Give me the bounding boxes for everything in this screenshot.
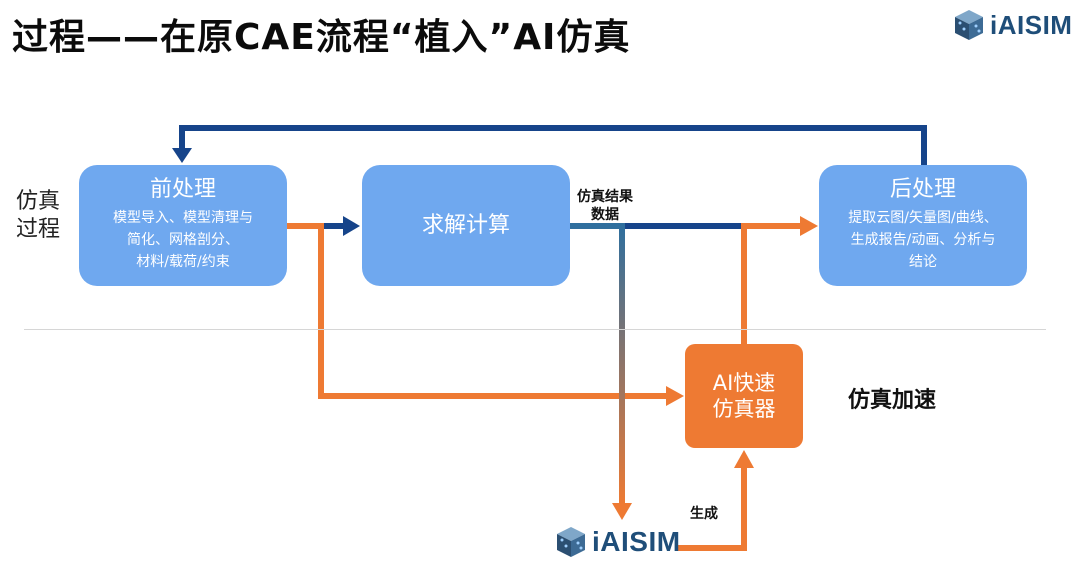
result-label-line: 仿真结果 bbox=[577, 189, 633, 205]
brand-logo-bottom: iAISIM bbox=[554, 524, 681, 560]
ai-to-post-arrow bbox=[741, 223, 802, 344]
feedback-arrowhead bbox=[172, 148, 192, 163]
result-label-line: 数据 bbox=[591, 207, 619, 223]
postprocess-title: 后处理 bbox=[889, 177, 956, 202]
ai-to-post-arrowhead bbox=[800, 216, 818, 236]
desc-line: 材料/载荷/约束 bbox=[136, 254, 230, 270]
result-data-label: 仿真结果 数据 bbox=[570, 188, 640, 224]
ai-box-line: 仿真器 bbox=[712, 397, 776, 421]
postprocess-box: 后处理 提取云图/矢量图/曲线、 生成报告/动画、分析与 结论 bbox=[819, 165, 1027, 286]
desc-line: 结论 bbox=[909, 254, 937, 270]
solve-box: 求解计算 bbox=[362, 165, 570, 286]
generate-arrowhead bbox=[734, 450, 754, 468]
desc-line: 模型导入、模型清理与 bbox=[113, 210, 253, 226]
preprocess-title: 前处理 bbox=[149, 177, 216, 202]
brand-logo-top: iAISIM bbox=[952, 8, 1072, 42]
feedback-loop-arrow bbox=[179, 125, 927, 165]
preprocess-box: 前处理 模型导入、模型清理与 简化、网格剖分、 材料/载荷/约束 bbox=[79, 165, 287, 286]
desc-line: 简化、网格剖分、 bbox=[127, 232, 239, 248]
section-divider bbox=[24, 329, 1046, 330]
pre-to-ai-arrowhead bbox=[666, 386, 684, 406]
pre-to-ai-arrow bbox=[287, 223, 668, 399]
solve-title: 求解计算 bbox=[421, 212, 510, 238]
generate-arrow bbox=[676, 466, 747, 551]
side-label-simulation-process: 仿真 过程 bbox=[16, 188, 60, 244]
side-label-line: 过程 bbox=[16, 217, 61, 242]
logo-text: iAISIM bbox=[990, 9, 1073, 40]
pre-to-solve-arrowhead bbox=[343, 216, 360, 236]
simulation-acceleration-label: 仿真加速 bbox=[848, 388, 937, 413]
desc-line: 提取云图/矢量图/曲线、 bbox=[848, 210, 998, 226]
result-to-logo-arrow bbox=[570, 223, 625, 505]
generate-label: 生成 bbox=[690, 506, 718, 522]
preprocess-desc: 模型导入、模型清理与 简化、网格剖分、 材料/载荷/约束 bbox=[79, 207, 287, 273]
postprocess-desc: 提取云图/矢量图/曲线、 生成报告/动画、分析与 结论 bbox=[819, 207, 1027, 273]
page-title: 过程——在原CAE流程“植入”AI仿真 bbox=[12, 17, 631, 58]
logo-text: iAISIM bbox=[592, 526, 681, 557]
result-to-logo-arrowhead bbox=[612, 503, 632, 520]
cube-logo-icon bbox=[955, 10, 983, 40]
side-label-line: 仿真 bbox=[16, 189, 61, 214]
ai-box-line: AI快速 bbox=[712, 371, 776, 395]
ai-fast-simulator-box: AI快速 仿真器 bbox=[685, 344, 803, 448]
desc-line: 生成报告/动画、分析与 bbox=[850, 232, 996, 248]
cube-logo-icon bbox=[557, 527, 585, 557]
